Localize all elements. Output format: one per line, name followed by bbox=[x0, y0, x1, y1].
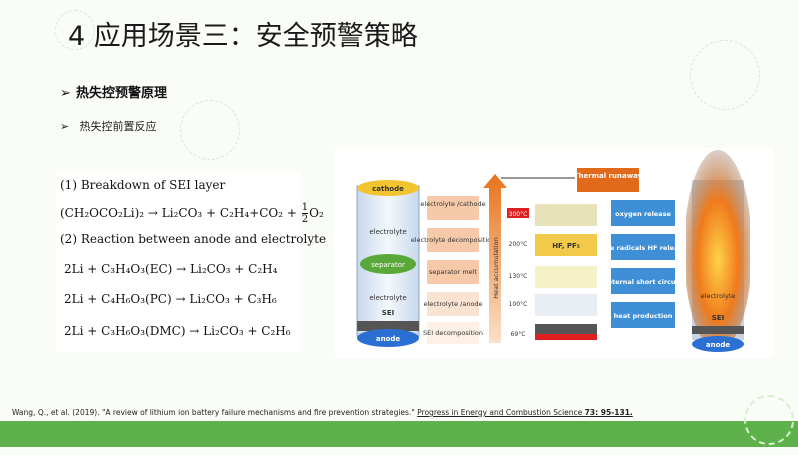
sei-layer bbox=[357, 321, 419, 331]
burning-battery: electrolyte SEI anode bbox=[684, 140, 752, 355]
fraction-numerator: 1 bbox=[301, 202, 309, 214]
reaction-label: electrolyte /cathode bbox=[420, 200, 485, 208]
outcome-label: oxygen release bbox=[615, 210, 671, 218]
reaction-label: electrolyte decomposition bbox=[411, 236, 495, 244]
outcome-box bbox=[611, 302, 675, 328]
stage-panel bbox=[535, 334, 597, 340]
section-heading: ➢ 热失控预警原理 bbox=[60, 82, 167, 101]
citation-journal-link[interactable]: Progress in Energy and Combustion Scienc… bbox=[417, 408, 633, 417]
electrolyte-label: electrolyte bbox=[369, 294, 406, 302]
outcome-box bbox=[611, 234, 675, 260]
decorative-circle bbox=[55, 10, 95, 50]
section-heading-text: 热失控预警原理 bbox=[76, 86, 168, 101]
equation-line: 2Li + C₃H₆O₃(DMC) → Li₂CO₃ + C₂H₆ bbox=[64, 324, 291, 338]
outcome-box bbox=[611, 200, 675, 226]
reaction-label: SEI decomposition bbox=[423, 329, 483, 337]
footer-bar bbox=[0, 421, 798, 447]
electrolyte-label: electrolyte bbox=[369, 228, 406, 236]
equation-panel: (1) Breakdown of SEI layer (CH₂OCO₂Li)₂ … bbox=[56, 172, 326, 352]
outcome-label: internal short circuit bbox=[605, 278, 681, 286]
subsection-heading: ➢ 热失控前置反应 bbox=[60, 118, 157, 134]
temp-label: 300°C bbox=[509, 211, 528, 218]
anode-label: anode bbox=[706, 341, 731, 349]
anode-layer bbox=[357, 329, 419, 347]
equation-line: 2Li + C₄H₆O₃(PC) → Li₂CO₃ + C₃H₆ bbox=[64, 292, 277, 306]
reaction-label: electrolyte /anode bbox=[423, 300, 482, 308]
cathode-layer bbox=[357, 180, 419, 196]
reaction-box bbox=[427, 322, 479, 344]
arrow-bullet-icon: ➢ bbox=[60, 120, 70, 133]
reaction-box bbox=[427, 260, 479, 284]
decorative-circle bbox=[180, 100, 240, 160]
equation-caption: (2) Reaction between anode and electroly… bbox=[60, 232, 327, 246]
thermal-runaway-label: Thermal runaway bbox=[574, 172, 643, 180]
citation-volume: 73: 95-131. bbox=[584, 408, 633, 417]
sei-label: SEI bbox=[382, 309, 394, 317]
fire-glow bbox=[684, 150, 752, 350]
electrolyte-label: electrolyte bbox=[701, 292, 736, 300]
separator-label: separator bbox=[371, 261, 405, 269]
reaction-box bbox=[427, 196, 479, 220]
temp-label: 100°C bbox=[509, 301, 528, 308]
stage-panel bbox=[535, 324, 597, 336]
sei-layer bbox=[692, 326, 744, 334]
temp-label: 69°C bbox=[511, 331, 526, 338]
citation: Wang, Q., et al. (2019). "A review of li… bbox=[12, 408, 633, 417]
temp-label: 130°C bbox=[509, 273, 528, 280]
decorative-circle bbox=[744, 395, 794, 445]
outcome-box bbox=[611, 268, 675, 294]
subsection-heading-text: 热失控前置反应 bbox=[79, 120, 157, 133]
citation-journal: Progress in Energy and Combustion Scienc… bbox=[417, 408, 583, 417]
arrow-bullet-icon: ➢ bbox=[60, 86, 71, 101]
decorative-circle bbox=[690, 40, 760, 110]
sei-label: SEI bbox=[712, 314, 724, 322]
stage-panel bbox=[535, 294, 597, 316]
fire-icon: electrolyte SEI anode bbox=[684, 150, 752, 352]
slide-title: 4 应用场景三：安全预警策略 bbox=[68, 21, 418, 52]
equation-line: 2Li + C₃H₄O₃(EC) → Li₂CO₃ + C₂H₄ bbox=[64, 262, 278, 276]
outcome-label: heat production bbox=[614, 312, 673, 320]
reaction-box bbox=[427, 228, 479, 252]
heat-arrow-icon bbox=[483, 174, 507, 343]
equation-text: O₂ bbox=[309, 206, 324, 220]
reaction-label: separator melt bbox=[429, 268, 478, 276]
equation-text: (CH₂OCO₂Li)₂ → Li₂CO₃ + C₂H₄+CO₂ + bbox=[60, 206, 297, 220]
hf-label: HF, PF₅ bbox=[552, 242, 580, 250]
stage-panel bbox=[535, 204, 597, 226]
reaction-box bbox=[427, 292, 479, 316]
thermal-runaway-box bbox=[577, 168, 639, 192]
stage-panel bbox=[535, 234, 597, 256]
temp-label: 200°C bbox=[509, 241, 528, 248]
fraction-denominator: 2 bbox=[301, 214, 309, 225]
figure-diagram: cathode electrolyte separator electrolyt… bbox=[356, 168, 687, 347]
anode-layer bbox=[692, 336, 744, 352]
equation-caption: (1) Breakdown of SEI layer bbox=[60, 178, 226, 192]
outcome-label: free radicals HF release bbox=[599, 244, 687, 252]
cathode-label: cathode bbox=[372, 185, 404, 193]
temp-marker bbox=[507, 208, 529, 218]
separator-layer bbox=[360, 254, 416, 274]
citation-text: Wang, Q., et al. (2019). "A review of li… bbox=[12, 408, 415, 417]
anode-label: anode bbox=[376, 335, 401, 343]
heat-axis-label: Heat accumulation bbox=[492, 237, 500, 298]
stage-panel bbox=[535, 266, 597, 288]
